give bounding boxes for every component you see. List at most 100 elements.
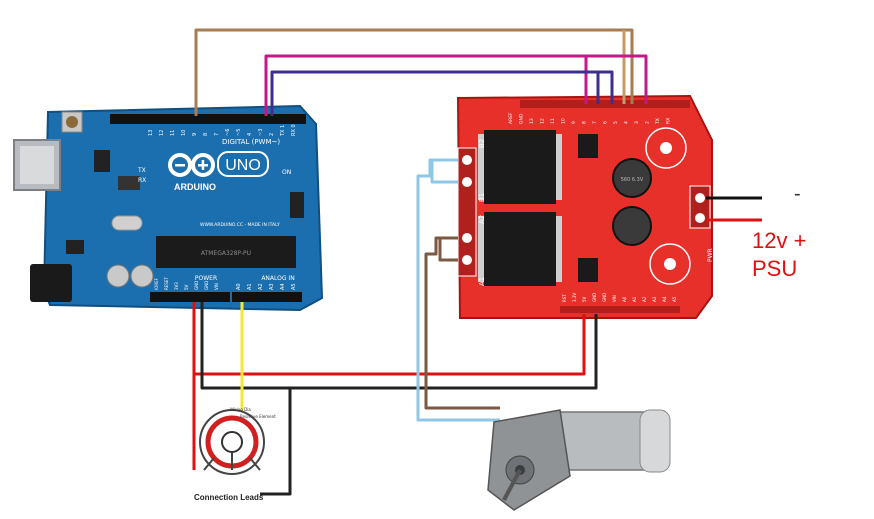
arduino-uno-board: ATMEGA328P-PU ARDUINO UNO DIGITAL (PWM~)… — [13, 104, 324, 312]
digital-pin-label: RX 0 — [291, 124, 297, 136]
shield-header-pin-label: RX — [666, 118, 672, 124]
wire-brown — [194, 28, 634, 116]
shield-bottom-pin-label: RST — [562, 294, 567, 302]
uno-badge — [217, 151, 269, 177]
cap-label: 560 6.3V — [621, 177, 644, 183]
shield-bottom-pin-label: A0 — [622, 296, 627, 302]
analog-pin-label: A5 — [291, 283, 297, 290]
rx-label: RX — [138, 177, 146, 184]
digital-pin-label: ~6 — [225, 129, 231, 136]
shield-bottom-pin-label: 3.3V — [572, 293, 577, 302]
shield-bottom-header — [560, 306, 680, 313]
shield-bottom-pin-label: VIN — [612, 295, 617, 302]
atmega-chip — [156, 236, 296, 268]
wire-magenta — [264, 54, 648, 116]
digital-pin-label: 8 — [203, 133, 209, 136]
psu-label-line1: 12v + — [752, 228, 806, 253]
shield-bottom-pin-label: A4 — [662, 296, 667, 302]
digital-pin-label: 10 — [181, 130, 187, 136]
shield-capacitor — [612, 206, 652, 246]
power-pin-label: GND — [204, 281, 209, 290]
shield-header-pin-label: 6 — [603, 121, 609, 124]
digital-pin-label: 4 — [247, 133, 253, 136]
power-header — [150, 292, 230, 302]
digital-pin-label: 7 — [214, 133, 220, 136]
psu-label-line2: PSU — [752, 256, 797, 281]
capacitor — [106, 264, 130, 288]
wire-black-gnd — [200, 302, 598, 390]
shield-header-pin-label: GND — [519, 113, 525, 124]
sensor-lead1-label: Wiring Dia — [230, 407, 251, 412]
power-pin-label: 3V3 — [174, 282, 179, 290]
capacitor — [130, 264, 154, 288]
shield-header-pin-label: 7 — [592, 121, 598, 124]
sensor-lead2-label: Resistive Element — [240, 414, 276, 419]
power-pin-label: 5V — [184, 284, 189, 290]
chip-label: ATMEGA328P-PU — [201, 250, 251, 257]
digital-pin-label: ~5 — [236, 129, 242, 136]
psu-minus-label: - — [794, 183, 801, 205]
digital-pin-label: 13 — [148, 130, 154, 136]
shield-header-pin-label: 10 — [561, 118, 567, 124]
shield-bottom-pin-label: 5V — [582, 296, 587, 302]
digital-pin-label: ~3 — [258, 129, 264, 136]
icsp-header — [290, 192, 304, 218]
analog-header — [232, 292, 302, 302]
power-pin-label: RESET — [164, 277, 169, 290]
shield-header-pin-label: AREF — [508, 112, 514, 124]
shield-bottom-pin-label: A2 — [642, 296, 647, 302]
digital-pin-label: 2 — [269, 133, 275, 136]
crystal — [111, 215, 143, 231]
wire-lightblue — [416, 158, 500, 422]
power-pin-label: GND — [194, 281, 199, 290]
digital-pin-label: 12 — [159, 130, 165, 136]
analog-label: ANALOG IN — [261, 275, 294, 282]
power-terminal — [689, 185, 711, 229]
shield-header-pin-label: 11 — [550, 118, 556, 124]
dc-gear-motor — [487, 409, 671, 511]
wire-purple — [270, 70, 614, 116]
pwr-label: PWR — [707, 248, 714, 262]
power-pin-label: VIN — [214, 283, 219, 290]
power-pin-label: IOREF — [154, 277, 159, 290]
potentiometer-sensor: Wiring Dia Resistive Element Connection … — [194, 407, 276, 502]
shield-header-pin-label: 9 — [571, 121, 577, 124]
digital-label: DIGITAL (PWM~) — [222, 138, 280, 146]
wire-black-sensor — [260, 388, 292, 496]
wire-lightblue-2 — [430, 160, 458, 184]
dc-jack — [30, 264, 72, 302]
shield-header-pin-label: 3 — [634, 121, 640, 124]
analog-pin-label: A0 — [236, 283, 242, 290]
shield-capacitor — [612, 158, 652, 198]
shield-header-pin-label: 8 — [582, 121, 588, 124]
sensor-label: Connection Leads — [194, 493, 264, 502]
shield-bottom-pin-label: A5 — [672, 296, 677, 302]
url-label: WWW.ARDUINO.CC - MADE IN ITALY — [200, 222, 280, 228]
shield-header-pin-label: 5 — [613, 121, 619, 124]
shield-header-pin-label: 4 — [624, 121, 630, 124]
arduino-logo — [168, 153, 215, 177]
power-label: POWER — [195, 275, 217, 282]
digital-pin-label: 9 — [192, 133, 198, 136]
driver-chip-1 — [484, 130, 556, 204]
arduino-brand: ARDUINO — [174, 182, 216, 192]
shield-bottom-pin-label: A3 — [652, 296, 657, 302]
shield-bottom-pin-label: GND — [602, 293, 607, 302]
shield-header-pin-label: 12 — [540, 118, 546, 124]
analog-pin-label: A1 — [247, 283, 253, 290]
wire-red-5v — [192, 302, 586, 376]
shield-header-pin-label: 2 — [645, 121, 651, 124]
analog-pin-label: A4 — [280, 283, 286, 290]
output-label-a2: A2 — [478, 215, 486, 224]
output-label-b2: B2 — [478, 139, 486, 148]
wire-darkbrown-2 — [438, 238, 458, 262]
output-label-b1: B1 — [478, 193, 486, 202]
shield-header-pin-label: TX — [655, 118, 661, 125]
arduino-model: UNO — [225, 157, 261, 174]
shield-header-pin-label: 13 — [529, 118, 535, 124]
